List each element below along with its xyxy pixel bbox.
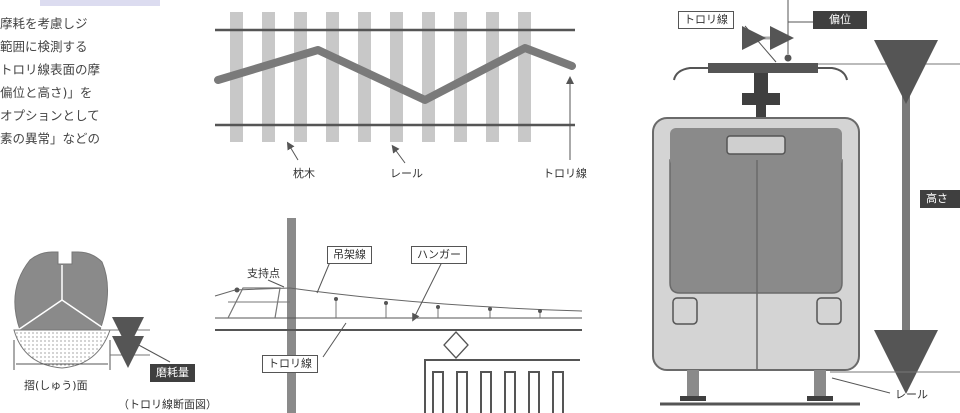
label-sleeper: 枕木 — [293, 167, 315, 180]
train-outline-small — [424, 359, 580, 413]
label-hanger: ハンガー — [411, 246, 467, 264]
pole — [287, 218, 296, 413]
intro-line: 偏位と高さ)」を — [0, 85, 93, 100]
label-messenger-wire: 吊架線 — [327, 246, 372, 264]
pantograph-horn-right — [818, 67, 848, 81]
pantograph-head — [708, 63, 818, 73]
intro-line: トロリ線表面の摩 — [0, 62, 101, 77]
headlight-left — [672, 297, 698, 325]
train-windshield — [669, 159, 843, 294]
section-divider — [17, 299, 63, 331]
trolley-zigzag — [214, 44, 576, 104]
support-bracket — [227, 287, 281, 319]
sleepers — [230, 12, 531, 142]
pantograph-frame — [754, 73, 768, 93]
label-trolley: トロリ線 — [543, 167, 587, 180]
wear-area — [13, 329, 111, 369]
label-rail: レール — [390, 167, 423, 180]
heading-bar — [40, 0, 160, 6]
leader-messenger — [316, 261, 331, 294]
label-support-point: 支持点 — [247, 267, 280, 280]
leader-rail-right — [831, 377, 891, 394]
intro-line: 素の異常」などの — [0, 131, 101, 146]
bogie-right — [814, 370, 826, 396]
pantograph-diamond — [443, 331, 469, 359]
hanger-dots — [334, 297, 542, 313]
leader-support — [267, 279, 285, 288]
support-point — [234, 287, 240, 293]
cross-section-caption: （トロリ線断面図） — [118, 398, 217, 411]
destination-sign — [726, 135, 786, 155]
headlight-right — [816, 297, 842, 325]
label-trolley-right: トロリ線 — [678, 11, 734, 29]
section-divider — [61, 299, 107, 331]
pantograph-base — [742, 93, 780, 105]
leader-trolley-bottom — [322, 322, 347, 358]
catenary-diagram — [214, 218, 583, 413]
cross-section-diagram — [13, 251, 171, 370]
label-wear-amount: 磨耗量 — [150, 364, 195, 382]
wire-cross-section — [14, 251, 109, 331]
train-diagram — [652, 0, 960, 406]
label-slide-face: 摺(しゅう)面 — [24, 379, 88, 392]
leader-hanger — [412, 261, 443, 322]
label-height: 高さ — [920, 190, 960, 208]
pantograph-horn-left — [673, 67, 708, 81]
label-rail-right: レール — [895, 388, 928, 401]
intro-line: オプションとして — [0, 108, 100, 123]
messenger-wire — [214, 287, 583, 312]
leader-sleeper — [286, 141, 299, 161]
leader-trolley-right — [744, 25, 777, 63]
wheel-right — [807, 396, 833, 401]
bogie-left — [687, 370, 699, 396]
intro-line: 摩耗を考慮しジ — [0, 16, 88, 31]
contact-point — [784, 54, 792, 62]
label-trolley-bottom: トロリ線 — [262, 355, 318, 373]
intro-paragraph: 摩耗を考慮しジ 範囲に検測する トロリ線表面の摩 偏位と高さ)」を オプションと… — [0, 0, 160, 150]
wheel-left — [680, 396, 706, 401]
intro-line: 範囲に検測する — [0, 39, 88, 54]
leader-rail — [391, 144, 406, 164]
label-offset: 偏位 — [813, 11, 867, 29]
pantograph-post — [756, 105, 766, 117]
track-diagram — [214, 12, 576, 164]
leader-wear — [134, 342, 171, 363]
